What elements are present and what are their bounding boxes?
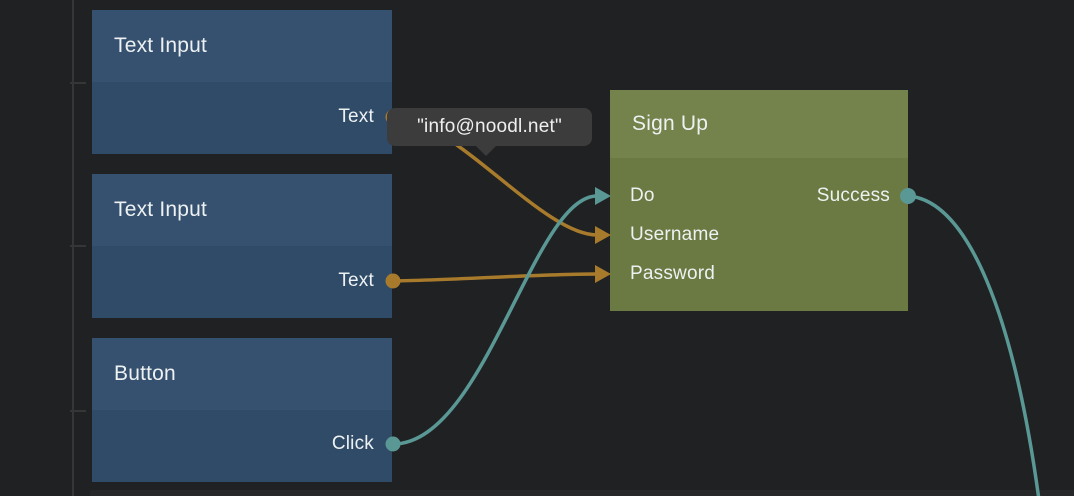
tooltip-pointer [475,145,497,156]
input-port-password[interactable]: Password [630,263,716,284]
node-body [92,82,392,154]
canvas-guide-line [72,0,74,496]
node-body [92,410,392,482]
canvas-guide-tick [70,245,86,247]
output-port-success[interactable]: Success [816,185,890,206]
output-port-text[interactable]: Text [338,106,374,127]
canvas-panel-edge [90,490,1074,496]
wire-arrowhead [595,226,611,244]
output-port-text[interactable]: Text [338,270,374,291]
node-header: Text Input [92,174,392,246]
node-body [92,246,392,318]
node-title: Sign Up [632,112,709,135]
node-title: Text Input [114,34,208,57]
canvas-guide-tick [70,82,86,84]
wire-arrowhead [595,265,611,283]
node-text-input-1[interactable]: Text Input Text [92,10,392,154]
wire-success-out[interactable] [907,194,1041,496]
node-sign-up[interactable]: Sign Up Do Username Password Success [610,90,908,311]
canvas-guide-tick [70,410,86,412]
wire-text2-to-password[interactable] [392,272,598,283]
port-value-tooltip: "info@noodl.net" [387,108,592,156]
node-title: Button [114,362,176,385]
node-header: Text Input [92,10,392,82]
node-body [610,158,908,311]
node-header: Sign Up [610,90,908,158]
wire-click-to-do[interactable] [392,194,598,446]
input-port-username[interactable]: Username [630,224,720,245]
port-value-text: "info@noodl.net" [417,116,562,137]
wire-arrowhead [595,187,611,205]
node-text-input-2[interactable]: Text Input Text [92,174,392,318]
node-header: Button [92,338,392,410]
node-title: Text Input [114,198,208,221]
input-port-do[interactable]: Do [630,185,655,206]
node-button[interactable]: Button Click [92,338,392,482]
output-port-click[interactable]: Click [331,433,374,454]
